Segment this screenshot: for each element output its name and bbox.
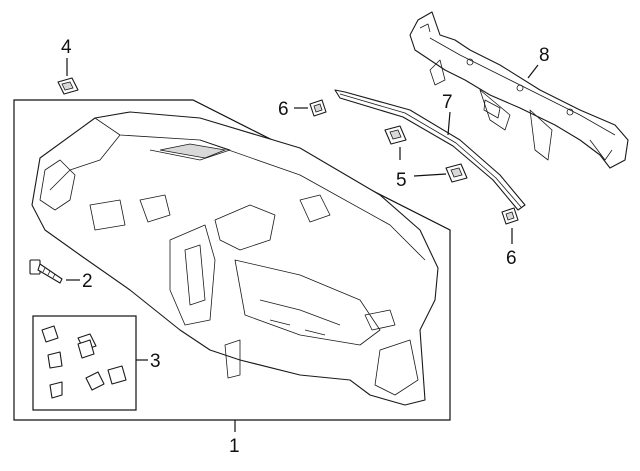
callout-7: 7 [442,92,453,113]
clip-part-5-left [384,125,407,145]
clip-part-6-lower [501,207,519,225]
callout-5: 5 [396,170,407,191]
callout-6-lower: 6 [506,248,517,269]
bolt [29,259,63,284]
leader-8 [527,64,539,79]
trim-strip [334,89,526,211]
callout-3: 3 [150,351,161,372]
leader-7 [447,111,451,136]
callout-1: 1 [229,436,240,457]
clip-part-6-upper [309,99,327,117]
leader-5b [413,173,447,177]
callout-8: 8 [539,45,550,66]
clip-part-5-right [445,163,468,183]
fastener-kit-box [32,315,137,411]
callout-2: 2 [82,271,93,292]
fastener-clips [41,325,127,399]
callout-4: 4 [61,37,72,58]
cross-car-beam [409,11,629,169]
assembly-frame [13,99,451,421]
instrument-panel [31,111,439,406]
callout-6-upper: 6 [278,99,289,120]
clip-part-4 [57,77,79,95]
